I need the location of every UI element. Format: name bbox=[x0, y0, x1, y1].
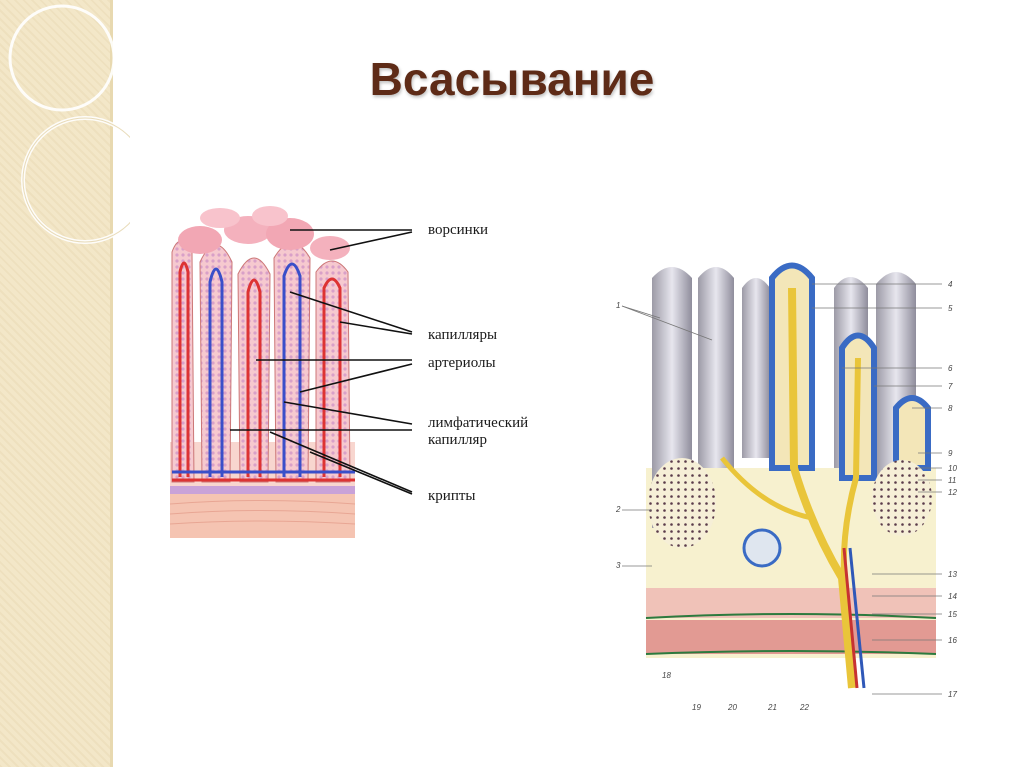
label-capillaries: капилляры bbox=[428, 327, 497, 343]
slide-title: Всасывание bbox=[369, 53, 655, 105]
num-4: 4 bbox=[948, 280, 953, 289]
crypt-right bbox=[872, 460, 932, 536]
num-16: 16 bbox=[948, 636, 957, 645]
num-15: 15 bbox=[948, 610, 957, 619]
muscle-band-1 bbox=[646, 588, 936, 618]
capillary-network bbox=[172, 261, 355, 482]
num-9: 9 bbox=[948, 449, 953, 458]
num-2: 2 bbox=[615, 505, 621, 514]
num-22: 22 bbox=[799, 703, 809, 712]
num-11: 11 bbox=[948, 476, 956, 485]
sidebar-edge bbox=[110, 0, 113, 767]
gland-cross-section bbox=[742, 528, 782, 568]
num-6: 6 bbox=[948, 364, 953, 373]
label-arterioles: артериолы bbox=[428, 355, 496, 371]
num-13: 13 bbox=[948, 570, 957, 579]
crypt-left bbox=[648, 458, 716, 548]
callout-numbers: 1 2 3 4 5 6 7 8 9 10 11 12 13 14 15 16 1… bbox=[615, 280, 957, 712]
num-17: 17 bbox=[948, 690, 957, 699]
muscle-band-2 bbox=[646, 620, 936, 654]
intestinal-wall-diagram: 1 2 3 4 5 6 7 8 9 10 11 12 13 14 15 16 1… bbox=[615, 262, 957, 712]
num-10: 10 bbox=[948, 464, 957, 473]
num-12: 12 bbox=[948, 488, 957, 497]
callout-lines bbox=[621, 283, 942, 695]
num-5: 5 bbox=[948, 304, 953, 313]
label-crypts: крипты bbox=[428, 488, 475, 504]
num-3: 3 bbox=[616, 561, 621, 570]
decorative-circles bbox=[8, 4, 130, 244]
num-20: 20 bbox=[727, 703, 737, 712]
num-8: 8 bbox=[948, 404, 953, 413]
num-14: 14 bbox=[948, 592, 957, 601]
villi-diagram: ворсинки капилляры артериолы лимфатическ… bbox=[169, 206, 528, 538]
num-1: 1 bbox=[616, 301, 620, 310]
muscle-layer bbox=[170, 492, 355, 538]
num-18: 18 bbox=[662, 671, 671, 680]
submucosa-layer bbox=[170, 484, 355, 494]
label-villi: ворсинки bbox=[428, 222, 488, 238]
num-19: 19 bbox=[692, 703, 701, 712]
label-lymphatic: лимфатический bbox=[428, 415, 528, 431]
num-7: 7 bbox=[948, 382, 953, 391]
pointer-lines bbox=[230, 229, 413, 495]
label-capillary: капилляр bbox=[428, 432, 487, 448]
vessel-tree bbox=[720, 287, 866, 689]
num-21: 21 bbox=[767, 703, 777, 712]
